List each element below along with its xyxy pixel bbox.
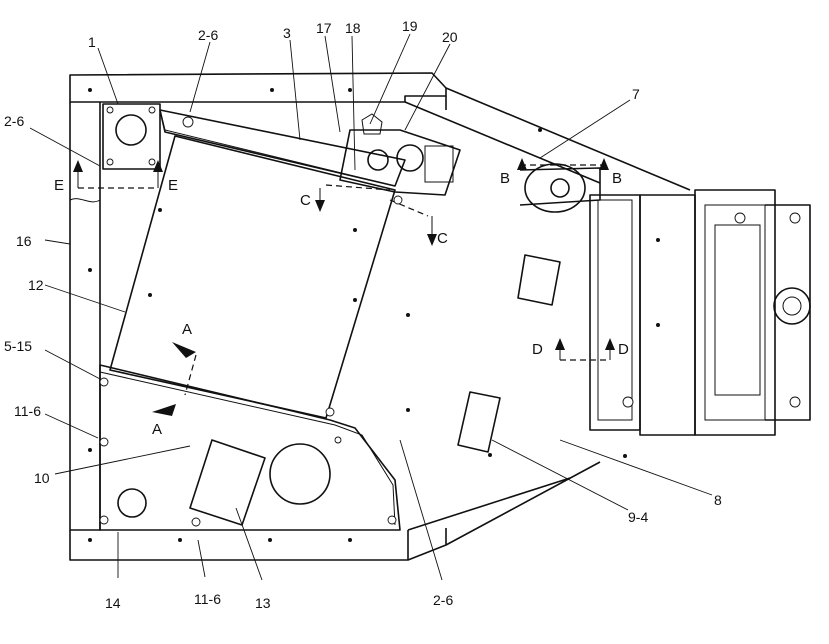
callout-11-6-bottom: 11-6 [194,591,221,607]
section-a-top: A [182,321,192,338]
section-b-right: B [612,170,622,187]
arrow-c-left [315,200,325,212]
section-letters: E E C C B B A A D D [54,170,629,438]
arrow-d-right [605,338,615,350]
callout-11-6-left: 11-6 [14,403,41,419]
section-lines [184,164,610,396]
arrow-b-right [599,158,609,170]
callout-19: 19 [402,18,418,34]
callout-1: 1 [88,34,96,50]
callout-18: 18 [345,20,361,36]
leader-lines [29,33,713,581]
section-d-right: D [618,341,629,358]
callout-2-6-top: 2-6 [198,27,218,43]
arrow-b-left [517,158,527,170]
callout-17: 17 [316,20,332,36]
arrow-d-left [555,338,565,350]
arrow-e-left [73,160,83,172]
section-arrows [73,158,615,416]
section-b-left: B [500,170,510,187]
section-a-bottom: A [152,421,162,438]
callout-13: 13 [255,595,271,611]
section-c-right: C [437,230,448,247]
section-e-left: E [54,177,64,194]
section-d-left: D [532,341,543,358]
part-callouts: 1 2-6 3 17 18 19 20 2-6 7 16 12 5-15 11-… [4,18,722,611]
small-brackets [457,254,561,453]
main-plate [109,109,406,419]
callout-8: 8 [714,492,722,508]
callout-14: 14 [105,595,121,611]
callout-7: 7 [632,86,640,102]
callout-9-4: 9-4 [628,509,648,525]
callout-2-6-left: 2-6 [4,113,24,129]
arrow-a-bottom [152,404,176,416]
outer-frame [69,72,691,561]
callout-5-15: 5-15 [4,338,32,354]
callout-2-6-bottom: 2-6 [433,592,453,608]
callout-10: 10 [34,470,50,486]
top-bracket-assembly [339,113,461,196]
right-drive-assembly [519,163,811,436]
arrow-a-top [172,342,196,358]
section-e-right: E [168,177,178,194]
callout-12: 12 [28,277,44,293]
callout-3: 3 [283,25,291,41]
arrow-e-right [153,160,163,172]
bolt-holes [88,88,660,542]
arrow-c-right [427,234,437,246]
motor-plate-1 [78,103,161,189]
callout-16: 16 [16,233,32,249]
section-c-left: C [300,192,311,209]
callout-20: 20 [442,29,458,45]
lower-panel [99,364,401,531]
